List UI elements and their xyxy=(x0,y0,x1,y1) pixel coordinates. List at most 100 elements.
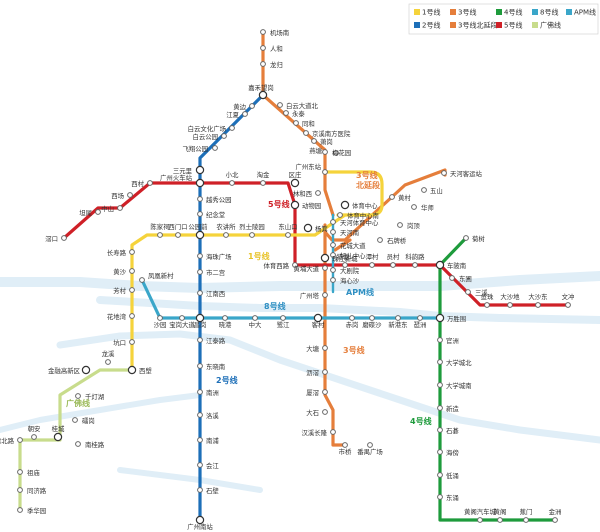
station-marker[interactable] xyxy=(395,315,401,321)
station-marker[interactable] xyxy=(197,269,203,275)
station-marker[interactable] xyxy=(277,102,283,108)
station-marker[interactable] xyxy=(463,235,469,241)
station-marker[interactable] xyxy=(449,275,455,281)
station-marker[interactable] xyxy=(157,232,163,238)
station-marker[interactable] xyxy=(330,429,336,435)
station-marker[interactable] xyxy=(197,363,203,369)
station-marker[interactable] xyxy=(369,262,375,268)
station-marker[interactable] xyxy=(197,196,203,202)
station-marker[interactable] xyxy=(17,487,23,493)
station-marker[interactable] xyxy=(397,222,403,228)
station-marker[interactable] xyxy=(437,472,443,478)
station-marker[interactable] xyxy=(17,507,23,513)
transfer-station-marker[interactable] xyxy=(313,313,323,323)
station-marker[interactable] xyxy=(411,204,417,210)
station-marker[interactable] xyxy=(349,315,355,321)
station-marker[interactable] xyxy=(421,187,427,193)
station-marker[interactable] xyxy=(285,232,291,238)
station-marker[interactable] xyxy=(260,29,266,35)
station-marker[interactable] xyxy=(337,212,343,218)
transfer-station-marker[interactable] xyxy=(195,230,205,240)
station-marker[interactable] xyxy=(17,469,23,475)
station-marker[interactable] xyxy=(61,235,67,241)
station-marker[interactable] xyxy=(330,252,336,258)
station-marker[interactable] xyxy=(129,268,135,274)
transfer-station-marker[interactable] xyxy=(290,178,300,188)
station-marker[interactable] xyxy=(484,302,490,308)
station-marker[interactable] xyxy=(390,262,396,268)
station-marker[interactable] xyxy=(293,120,299,126)
station-marker[interactable] xyxy=(222,315,228,321)
station-marker[interactable] xyxy=(129,313,135,319)
station-marker[interactable] xyxy=(441,170,447,176)
station-marker[interactable] xyxy=(322,265,328,271)
station-marker[interactable] xyxy=(129,249,135,255)
station-marker[interactable] xyxy=(197,337,203,343)
station-marker[interactable] xyxy=(322,389,328,395)
station-marker[interactable] xyxy=(105,359,111,365)
station-marker[interactable] xyxy=(565,302,571,308)
station-marker[interactable] xyxy=(437,382,443,388)
station-marker[interactable] xyxy=(260,61,266,67)
station-marker[interactable] xyxy=(249,232,255,238)
station-marker[interactable] xyxy=(260,180,266,186)
station-marker[interactable] xyxy=(129,287,135,293)
station-marker[interactable] xyxy=(75,441,81,447)
station-marker[interactable] xyxy=(535,302,541,308)
station-marker[interactable] xyxy=(330,219,336,225)
station-marker[interactable] xyxy=(197,389,203,395)
transfer-station-marker[interactable] xyxy=(195,178,205,188)
station-marker[interactable] xyxy=(523,517,529,523)
station-marker[interactable] xyxy=(127,192,133,198)
transfer-station-marker[interactable] xyxy=(127,365,137,375)
station-marker[interactable] xyxy=(497,517,503,523)
station-marker[interactable] xyxy=(315,190,321,196)
station-marker[interactable] xyxy=(157,315,163,321)
station-marker[interactable] xyxy=(31,434,37,440)
station-marker[interactable] xyxy=(437,494,443,500)
station-marker[interactable] xyxy=(437,449,443,455)
station-marker[interactable] xyxy=(437,427,443,433)
station-marker[interactable] xyxy=(303,130,309,136)
station-marker[interactable] xyxy=(72,417,78,423)
station-marker[interactable] xyxy=(377,237,383,243)
station-marker[interactable] xyxy=(197,437,203,443)
station-marker[interactable] xyxy=(221,133,227,139)
transfer-station-marker[interactable] xyxy=(340,200,350,210)
station-marker[interactable] xyxy=(197,290,203,296)
transfer-station-marker[interactable] xyxy=(320,253,330,263)
station-marker[interactable] xyxy=(292,262,298,268)
station-marker[interactable] xyxy=(330,267,336,273)
station-marker[interactable] xyxy=(477,517,483,523)
station-marker[interactable] xyxy=(139,277,145,283)
transfer-station-marker[interactable] xyxy=(435,260,445,270)
transfer-station-marker[interactable] xyxy=(303,223,313,233)
station-marker[interactable] xyxy=(252,315,258,321)
station-marker[interactable] xyxy=(552,517,558,523)
transfer-station-marker[interactable] xyxy=(195,165,205,175)
station-marker[interactable] xyxy=(311,138,317,144)
station-marker[interactable] xyxy=(197,462,203,468)
station-marker[interactable] xyxy=(333,150,339,156)
station-marker[interactable] xyxy=(417,315,423,321)
station-marker[interactable] xyxy=(437,359,443,365)
station-marker[interactable] xyxy=(465,289,471,295)
station-marker[interactable] xyxy=(197,253,203,259)
station-marker[interactable] xyxy=(322,409,328,415)
station-marker[interactable] xyxy=(367,442,373,448)
station-marker[interactable] xyxy=(260,45,266,51)
station-marker[interactable] xyxy=(229,125,235,131)
station-marker[interactable] xyxy=(17,437,23,443)
station-marker[interactable] xyxy=(342,442,348,448)
station-marker[interactable] xyxy=(283,110,289,116)
transfer-station-marker[interactable] xyxy=(53,432,63,442)
station-marker[interactable] xyxy=(330,277,336,283)
station-marker[interactable] xyxy=(369,315,375,321)
station-marker[interactable] xyxy=(330,229,336,235)
station-marker[interactable] xyxy=(179,315,185,321)
station-marker[interactable] xyxy=(322,149,328,155)
station-marker[interactable] xyxy=(507,302,513,308)
station-marker[interactable] xyxy=(342,262,348,268)
station-marker[interactable] xyxy=(197,211,203,217)
station-marker[interactable] xyxy=(322,369,328,375)
